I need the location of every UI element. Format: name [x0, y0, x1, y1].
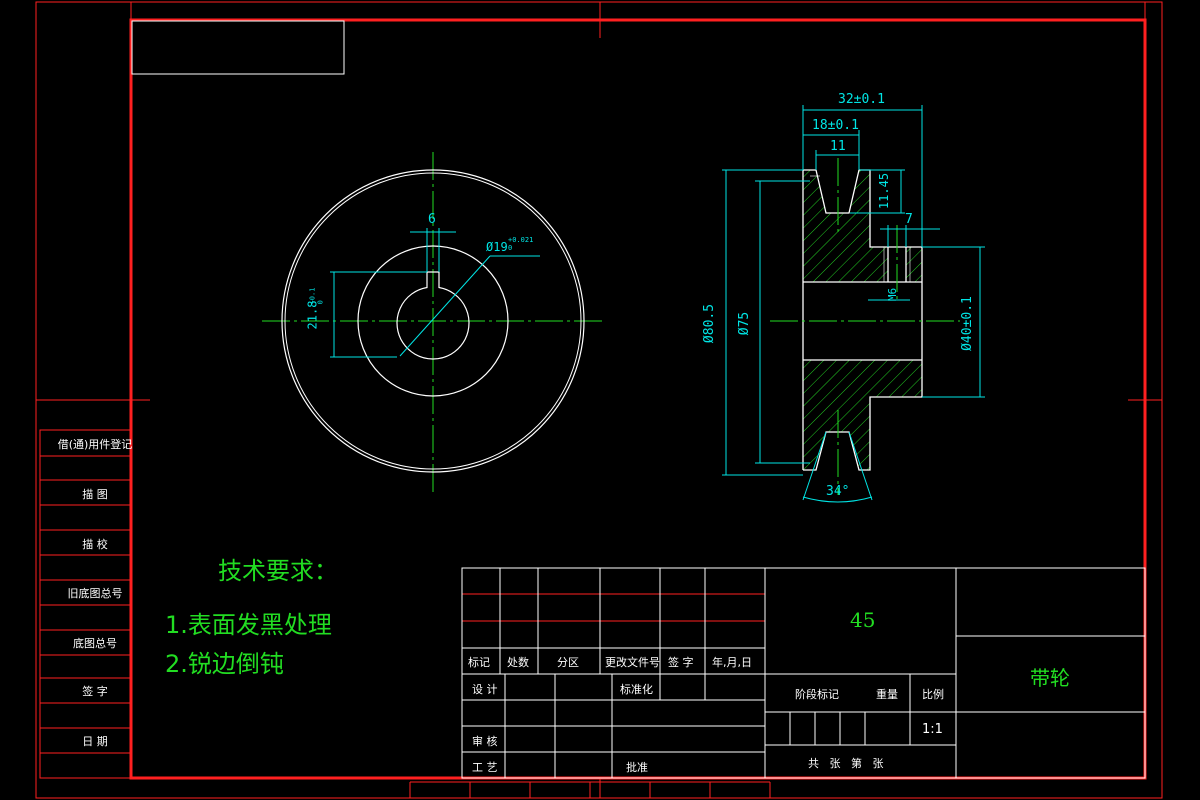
dim-keyway-depth-tol: +0.1 0	[308, 287, 325, 305]
tb-stage-mark: 阶段标记	[795, 688, 839, 701]
dim-bore-tol: +0.021 0	[508, 236, 534, 252]
tb-design: 设 计	[472, 683, 498, 696]
side-label-trace: 描 图	[82, 488, 108, 501]
dim-keyway-width: 6	[428, 212, 436, 227]
tb-scale-value: 1:1	[922, 722, 943, 737]
dim-bore: Ø19	[486, 240, 508, 254]
dim-overall-width: 32±0.1	[838, 92, 885, 107]
section-view	[722, 105, 985, 503]
front-view	[262, 152, 605, 494]
dim-groove-depth: 11.45	[877, 172, 892, 210]
dim-groove-top-width: 11	[830, 139, 846, 154]
side-label-old-base-no: 旧底图总号	[67, 587, 123, 600]
hub-circle	[357, 245, 509, 397]
dim-hub-diameter: Ø40±0.1	[959, 296, 975, 351]
title-block-lines	[461, 567, 1146, 779]
outer-rim-circle-inner	[284, 172, 582, 470]
code-box	[131, 20, 345, 75]
tb-review: 审 核	[472, 735, 498, 748]
tech-requirement-1: 1.表面发黑处理	[165, 611, 332, 639]
dim-pitch-diameter: Ø75	[737, 311, 753, 336]
side-label-base-no: 底图总号	[73, 637, 117, 650]
bottom-strip	[409, 781, 771, 798]
outer-rim-circle	[281, 169, 585, 473]
dim-outer-diameter: Ø80.5	[702, 303, 718, 344]
dim-keyway-depth: 21.8	[305, 300, 320, 330]
tech-requirement-2: 2.锐边倒钝	[165, 650, 284, 678]
tb-standardize: 标准化	[620, 683, 653, 696]
tb-header-date: 年,月,日	[712, 656, 752, 669]
dim-thread: M6	[886, 287, 900, 302]
tb-header-mark: 标记	[468, 656, 490, 669]
tb-part-name: 带轮	[1030, 666, 1070, 690]
tb-weight: 重量	[876, 688, 898, 701]
tb-process: 工 艺	[472, 761, 498, 774]
dim-groove-pitch: 18±0.1	[812, 118, 859, 133]
tb-approve: 批准	[626, 761, 648, 774]
tb-header-sign: 签 字	[668, 656, 694, 669]
tech-requirements-heading: 技术要求：	[218, 557, 338, 585]
side-label-trace-check: 描 校	[82, 538, 108, 551]
side-label-sign: 签 字	[82, 685, 108, 698]
section-hatch-bottom	[803, 360, 922, 470]
side-table	[39, 429, 131, 779]
tb-header-count: 处数	[507, 656, 529, 669]
tb-scale-label: 比例	[922, 688, 944, 701]
tb-header-change-doc: 更改文件号	[605, 656, 660, 669]
side-label-date: 日 期	[82, 735, 108, 748]
tb-material: 45	[850, 608, 876, 632]
dim-groove-angle: 34°	[826, 484, 850, 499]
tb-header-zone: 分区	[557, 656, 579, 669]
dim-screw-offset: 7	[905, 212, 913, 227]
frame-ticks	[36, 2, 1162, 798]
bore-with-keyway	[396, 271, 470, 360]
tb-sheets: 共 张 第 张	[808, 757, 884, 770]
side-label-register: 借(通)用件登记	[57, 438, 133, 451]
